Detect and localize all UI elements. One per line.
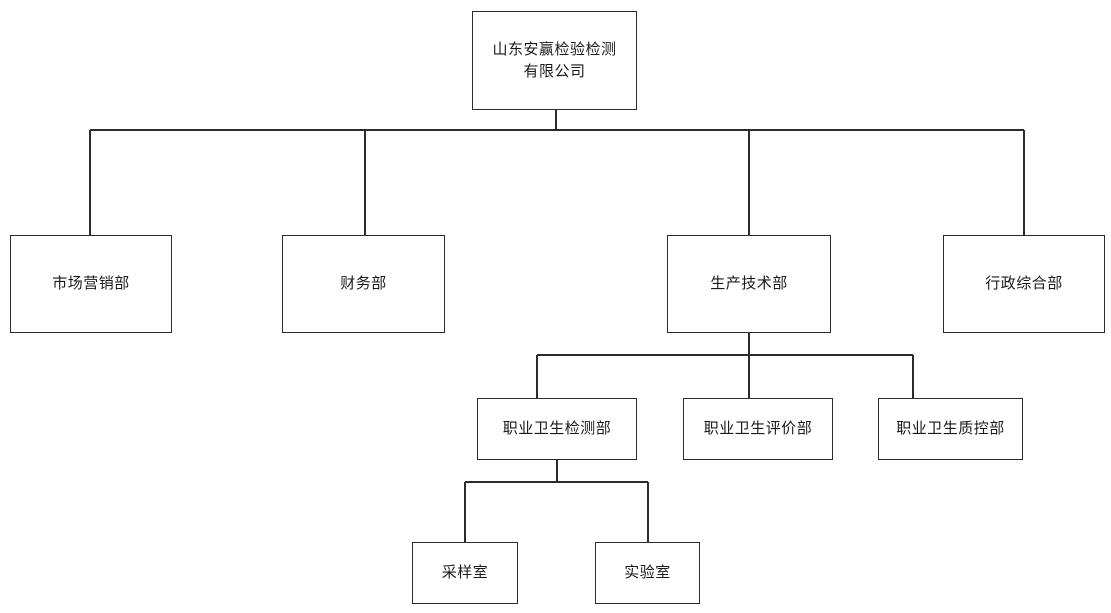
org-node-oh-quality-control[interactable]: 职业卫生质控部: [878, 398, 1023, 460]
org-node-administration[interactable]: 行政综合部: [943, 235, 1105, 333]
org-node-sampling-room[interactable]: 采样室: [412, 542, 518, 604]
org-node-laboratory[interactable]: 实验室: [595, 542, 700, 604]
org-node-finance[interactable]: 财务部: [282, 235, 445, 333]
org-node-oh-testing[interactable]: 职业卫生检测部: [477, 398, 637, 460]
org-node-production-tech[interactable]: 生产技术部: [667, 235, 831, 333]
org-node-root[interactable]: 山东安赢检验检测 有限公司: [472, 11, 637, 110]
org-node-oh-evaluation[interactable]: 职业卫生评价部: [683, 398, 833, 460]
org-node-marketing[interactable]: 市场营销部: [10, 235, 172, 333]
